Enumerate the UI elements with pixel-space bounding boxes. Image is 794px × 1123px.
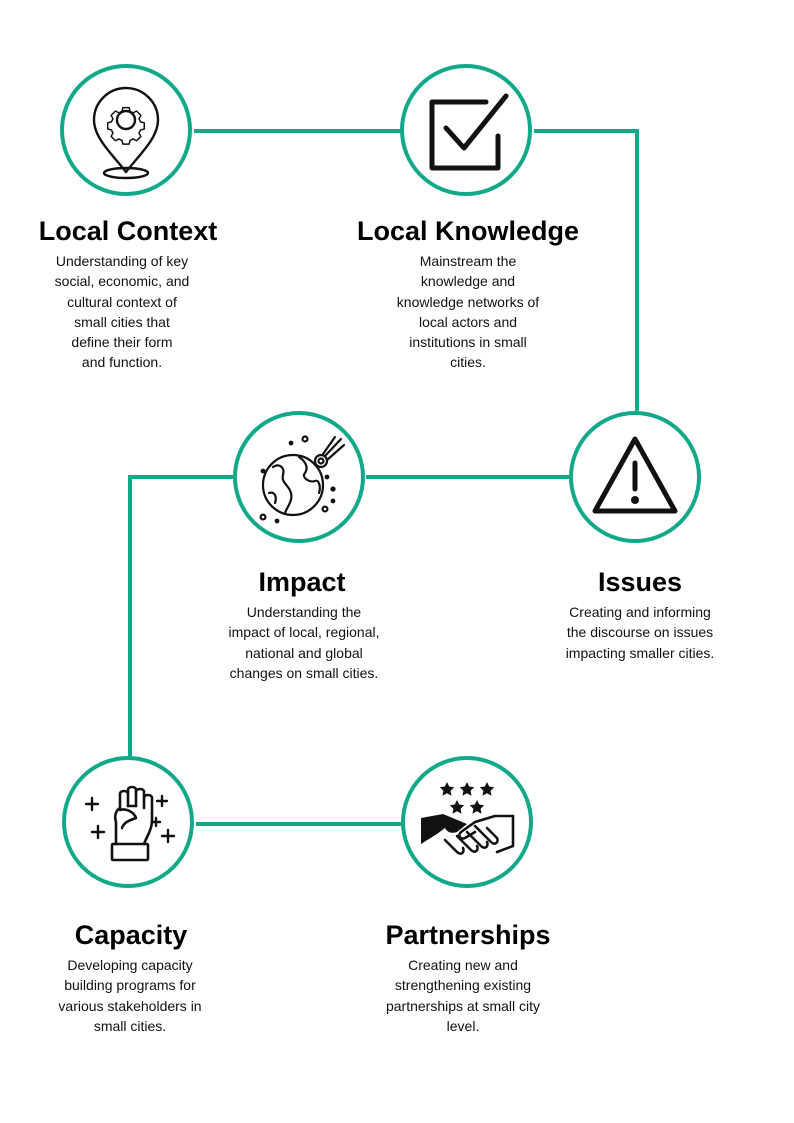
desc-line: small cities that (74, 313, 170, 330)
desc-line: Creating and informing (569, 604, 711, 620)
desc-line: and function. (81, 354, 163, 371)
handshake-stars-icon (421, 782, 515, 855)
desc-line: Developing capacity (67, 957, 193, 973)
desc-line: Mainstream the (419, 253, 517, 269)
desc-line: small cities. (93, 1017, 167, 1034)
desc-line: Creating new and (408, 957, 518, 973)
impact-node (233, 411, 365, 543)
local-context-title: Local Context (38, 216, 218, 246)
desc-line: various stakeholders in (58, 997, 202, 1014)
desc-line: impact of local, regional, (228, 624, 380, 641)
desc-line: changes on small cities. (229, 664, 379, 681)
local-context-description: Understanding of key social, economic, a… (32, 251, 212, 373)
connector-knowledge-issues (534, 129, 639, 411)
impact-description: Understanding the impact of local, regio… (212, 602, 396, 683)
desc-line: national and global (245, 644, 363, 661)
connector-impact-capacity (128, 475, 233, 758)
desc-line: strengthening existing (394, 977, 532, 994)
desc-line: impacting smaller cities. (565, 644, 715, 661)
desc-line: Understanding of key (55, 253, 189, 269)
partnerships-description: Creating new and strengthening existing … (372, 955, 554, 1036)
desc-line: cities. (450, 354, 486, 371)
desc-line: level. (446, 1017, 480, 1034)
warning-triangle-icon (592, 436, 678, 514)
checkbox-icon (429, 93, 509, 171)
desc-line: social, economic, and (54, 273, 190, 290)
raised-fist-icon (84, 785, 176, 862)
desc-line: the discourse on issues (566, 624, 714, 641)
capacity-node (62, 756, 194, 888)
desc-line: cultural context of (67, 293, 177, 310)
desc-line: institutions in small (409, 334, 527, 351)
desc-line: building programs for (64, 977, 196, 994)
capacity-title: Capacity (74, 920, 188, 950)
gear-location-pin-icon (92, 86, 160, 180)
local-knowledge-node (400, 64, 532, 196)
desc-line: partnerships at small city (385, 997, 541, 1014)
desc-line: knowledge and (420, 273, 516, 290)
partnerships-node (401, 756, 533, 888)
local-knowledge-title: Local Knowledge (356, 216, 580, 246)
issues-description: Creating and informing the discourse on … (546, 602, 734, 663)
partnerships-title: Partnerships (385, 920, 551, 950)
capacity-description: Developing capacity building programs fo… (38, 955, 222, 1036)
desc-line: knowledge networks of (396, 293, 540, 310)
local-context-node (60, 64, 192, 196)
desc-line: local actors and (418, 313, 518, 330)
local-knowledge-description: Mainstream the knowledge and knowledge n… (378, 251, 558, 373)
globe-meteor-icon (259, 435, 346, 524)
desc-line: define their form (71, 334, 173, 351)
impact-title: Impact (258, 567, 346, 597)
issues-node (569, 411, 701, 543)
issues-title: Issues (597, 567, 683, 597)
desc-line: Understanding the (246, 604, 362, 620)
